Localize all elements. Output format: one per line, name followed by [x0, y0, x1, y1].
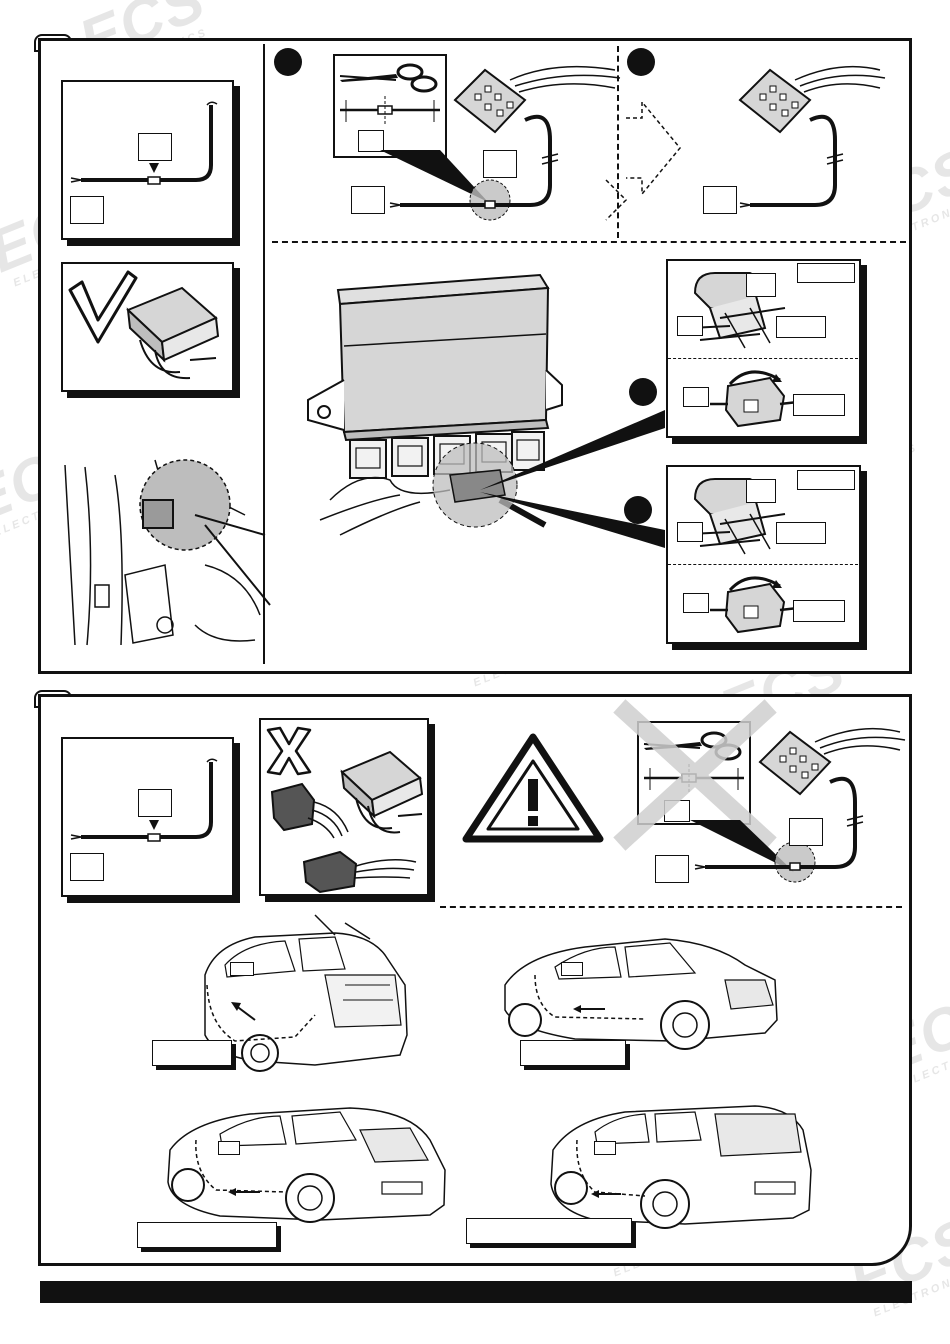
callout-wedge [690, 820, 794, 872]
label-box [561, 962, 583, 976]
connector-closed-detail [710, 576, 799, 634]
model-label-box [520, 1040, 626, 1066]
label-box [683, 593, 709, 613]
connector-with-wire [738, 65, 886, 208]
label-box [746, 273, 776, 297]
label-box [218, 1141, 240, 1155]
check-mark-icon [68, 270, 138, 344]
label-box [776, 316, 826, 338]
connector-closed-detail [710, 370, 799, 428]
callout-wedge [380, 150, 488, 202]
model-label-box [466, 1218, 632, 1244]
label-box [793, 394, 845, 416]
plug-connector [302, 850, 417, 894]
wire-diagram [70, 101, 218, 185]
plug-connector [270, 782, 349, 839]
step-dot [627, 48, 655, 76]
control-module-small [126, 286, 220, 380]
cross-mark-icon [266, 726, 312, 776]
label-box [789, 818, 823, 846]
label-box [797, 470, 855, 490]
scissors-icon [339, 63, 438, 93]
label-box [677, 316, 703, 336]
wire-diagram [70, 758, 218, 842]
label-box [776, 522, 826, 544]
label-box [70, 853, 104, 881]
dashed-divider [668, 564, 858, 565]
label-box [746, 479, 776, 503]
label-box [358, 130, 384, 152]
label-box [797, 263, 855, 283]
dashed-divider [668, 358, 858, 359]
label-box [594, 1141, 616, 1155]
dashed-divider [440, 906, 902, 908]
label-box [793, 600, 845, 622]
label-box [683, 387, 709, 407]
step-dot [629, 378, 657, 406]
footer-bar [40, 1281, 912, 1303]
vertical-divider [263, 44, 265, 664]
model-label-box [152, 1040, 232, 1066]
label-box [483, 150, 517, 178]
control-module-small [340, 750, 424, 834]
label-box [677, 522, 703, 542]
cut-wire [340, 96, 440, 126]
step-arrow [605, 99, 681, 221]
label-box [351, 186, 385, 214]
step-dot [274, 48, 302, 76]
car-sedan [504, 938, 778, 1050]
car-hatchback-rear [167, 1107, 446, 1223]
cross-mark-icon [613, 699, 777, 851]
connector-with-wire [389, 65, 621, 221]
warning-triangle-icon [462, 733, 604, 843]
step-dot [624, 496, 652, 524]
control-module-large [307, 273, 563, 536]
model-label-box [137, 1222, 277, 1248]
label-box [138, 133, 172, 161]
label-box [70, 196, 104, 224]
connector-with-wire [694, 727, 906, 883]
label-box [230, 962, 254, 976]
callout-wedge [480, 410, 665, 548]
interior-sketch [64, 459, 271, 646]
label-box [655, 855, 689, 883]
dashed-divider [617, 46, 619, 238]
label-box [703, 186, 737, 214]
car-estate [550, 1105, 812, 1229]
car-hatchback-open [204, 914, 408, 1072]
dashed-divider [272, 241, 906, 243]
label-box [138, 789, 172, 817]
